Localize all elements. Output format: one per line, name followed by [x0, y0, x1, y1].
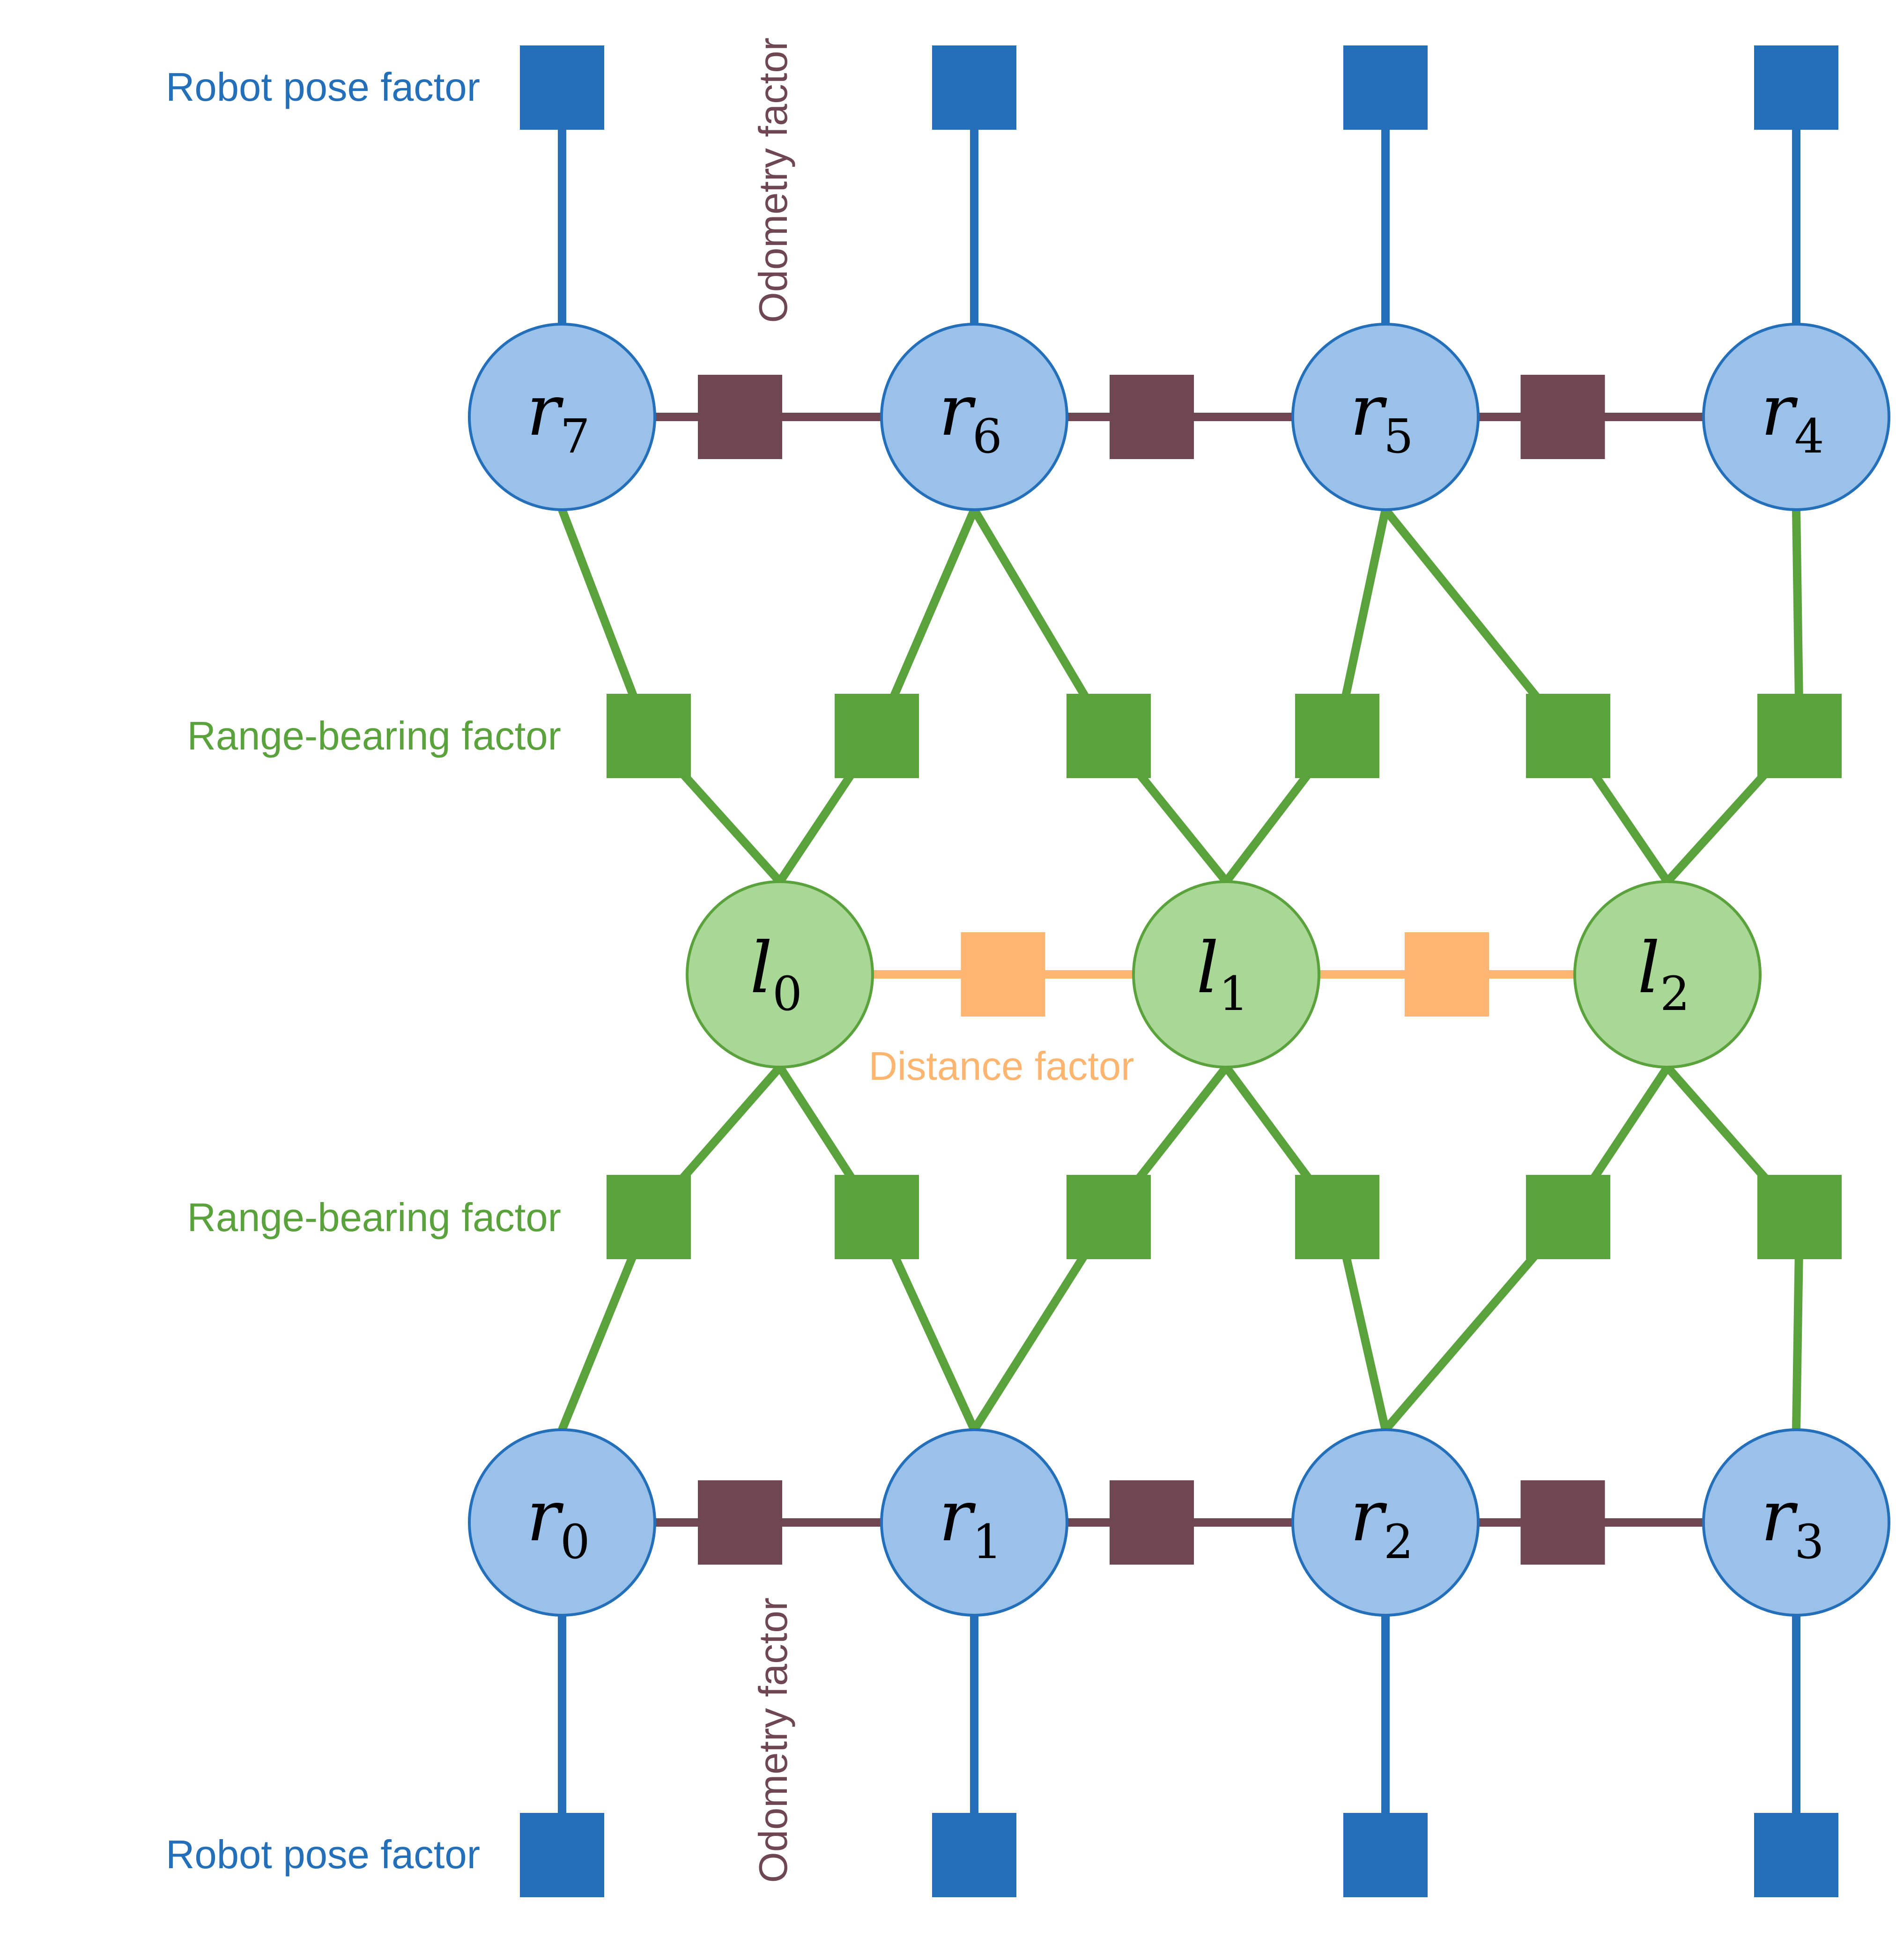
range-bearing-factor-r5-l1	[1295, 694, 1379, 778]
robot-node-label: r7	[526, 370, 590, 464]
variable-subscript: 3	[1794, 1515, 1824, 1569]
odometry-factor-r2-r3	[1520, 1480, 1605, 1565]
odometry-factor-label-top: Odometry factor	[751, 37, 796, 323]
variable-subscript: 7	[560, 409, 590, 464]
robot-node-circle	[880, 1428, 1068, 1617]
labels-layer: Robot pose factor Robot pose factor Rang…	[166, 37, 1134, 1883]
robot-node-r5: r5	[1291, 323, 1480, 511]
landmark-node-circle	[1573, 880, 1762, 1069]
range-bearing-factor-r4-l2	[1757, 694, 1842, 778]
variable-symbol: r	[1350, 1476, 1387, 1557]
range-bearing-factor-label-top: Range-bearing factor	[187, 714, 561, 758]
odometry-factor-r0-r1	[698, 1480, 782, 1565]
variable-subscript: 2	[1660, 966, 1690, 1021]
distance-factor-label: Distance factor	[869, 1044, 1134, 1089]
landmark-node-label: l2	[1637, 928, 1690, 1021]
range-bearing-factor-label-bottom: Range-bearing factor	[187, 1195, 561, 1240]
robot-node-r1: r1	[880, 1428, 1068, 1617]
robot-pose-factor-r7	[520, 45, 604, 130]
robot-node-r0: r0	[468, 1428, 656, 1617]
landmark-node-l2: l2	[1573, 880, 1762, 1069]
variable-symbol: r	[526, 370, 564, 452]
robot-node-circle	[468, 1428, 656, 1617]
robot-pose-factor-r2	[1343, 1813, 1428, 1897]
variable-subscript: 0	[560, 1515, 590, 1569]
variable-subscript: 2	[1384, 1515, 1414, 1569]
robot-node-label: r4	[1761, 370, 1824, 464]
robot-node-circle	[468, 323, 656, 511]
robot-pose-factor-label-top: Robot pose factor	[166, 65, 480, 110]
variable-subscript: 0	[772, 966, 802, 1021]
range-bearing-factor-l1-r1	[1066, 1175, 1151, 1259]
landmark-node-l0: l0	[686, 880, 874, 1069]
range-bearing-factor-l1-r2	[1295, 1175, 1379, 1259]
robot-node-label: r5	[1350, 370, 1413, 464]
robot-node-circle	[880, 323, 1068, 511]
robot-node-r2: r2	[1291, 1428, 1480, 1617]
range-bearing-factor-l0-r1	[835, 1175, 919, 1259]
variable-symbol: r	[1761, 370, 1798, 452]
range-bearing-factor-r6-l0	[835, 694, 919, 778]
range-bearing-factor-l2-r3	[1757, 1175, 1842, 1259]
odometry-factor-r7-r6	[698, 375, 782, 459]
odometry-factor-r1-r2	[1110, 1480, 1194, 1565]
robot-node-circle	[1702, 1428, 1890, 1617]
robot-node-label: r3	[1761, 1476, 1824, 1569]
variable-subscript: 1	[1219, 966, 1249, 1021]
range-bearing-factor-r7-l0	[607, 694, 691, 778]
odometry-factor-r6-r5	[1110, 375, 1194, 459]
variable-symbol: r	[1761, 1476, 1798, 1557]
variable-symbol: r	[1350, 370, 1387, 452]
robot-node-label: r6	[939, 370, 1002, 464]
robot-pose-factor-r0	[520, 1813, 604, 1897]
distance-factor-l1-l2	[1405, 932, 1489, 1017]
robot-pose-factor-r3	[1754, 1813, 1838, 1897]
robot-node-r3: r3	[1702, 1428, 1890, 1617]
factors-layer	[520, 45, 1842, 1897]
robot-pose-factor-label-bottom: Robot pose factor	[166, 1833, 480, 1877]
variable-symbol: r	[939, 370, 976, 452]
landmark-node-circle	[686, 880, 874, 1069]
variable-symbol: r	[939, 1476, 976, 1557]
robot-node-circle	[1702, 323, 1890, 511]
range-bearing-factor-r5-l2	[1526, 694, 1610, 778]
robot-node-r4: r4	[1702, 323, 1890, 511]
distance-factor-l0-l1	[961, 932, 1045, 1017]
variable-symbol: l	[1196, 928, 1219, 1009]
landmark-node-circle	[1132, 880, 1320, 1069]
robot-node-label: r1	[939, 1476, 1002, 1569]
robot-node-circle	[1291, 323, 1480, 511]
variable-symbol: r	[526, 1476, 564, 1557]
range-bearing-factor-l0-r0	[607, 1175, 691, 1259]
robot-pose-factor-r5	[1343, 45, 1428, 130]
variable-subscript: 6	[972, 409, 1002, 464]
landmark-node-l1: l1	[1132, 880, 1320, 1069]
odometry-factor-r5-r4	[1520, 375, 1605, 459]
robot-node-label: r0	[526, 1476, 590, 1569]
landmark-node-label: l0	[750, 928, 802, 1021]
variable-symbol: l	[1637, 928, 1660, 1009]
robot-node-circle	[1291, 1428, 1480, 1617]
odometry-factor-label-bottom: Odometry factor	[751, 1597, 796, 1883]
robot-pose-factor-r1	[932, 1813, 1016, 1897]
variable-symbol: l	[750, 928, 772, 1009]
robot-node-r7: r7	[468, 323, 656, 511]
variable-subscript: 5	[1384, 409, 1414, 464]
range-bearing-factor-l2-r2	[1526, 1175, 1610, 1259]
landmark-node-label: l1	[1196, 928, 1249, 1021]
robot-pose-factor-r6	[932, 45, 1016, 130]
range-bearing-factor-r6-l1	[1066, 694, 1151, 778]
robot-pose-factor-r4	[1754, 45, 1838, 130]
variable-subscript: 1	[972, 1515, 1002, 1569]
variable-subscript: 4	[1794, 409, 1824, 464]
robot-node-r6: r6	[880, 323, 1068, 511]
robot-node-label: r2	[1350, 1476, 1413, 1569]
